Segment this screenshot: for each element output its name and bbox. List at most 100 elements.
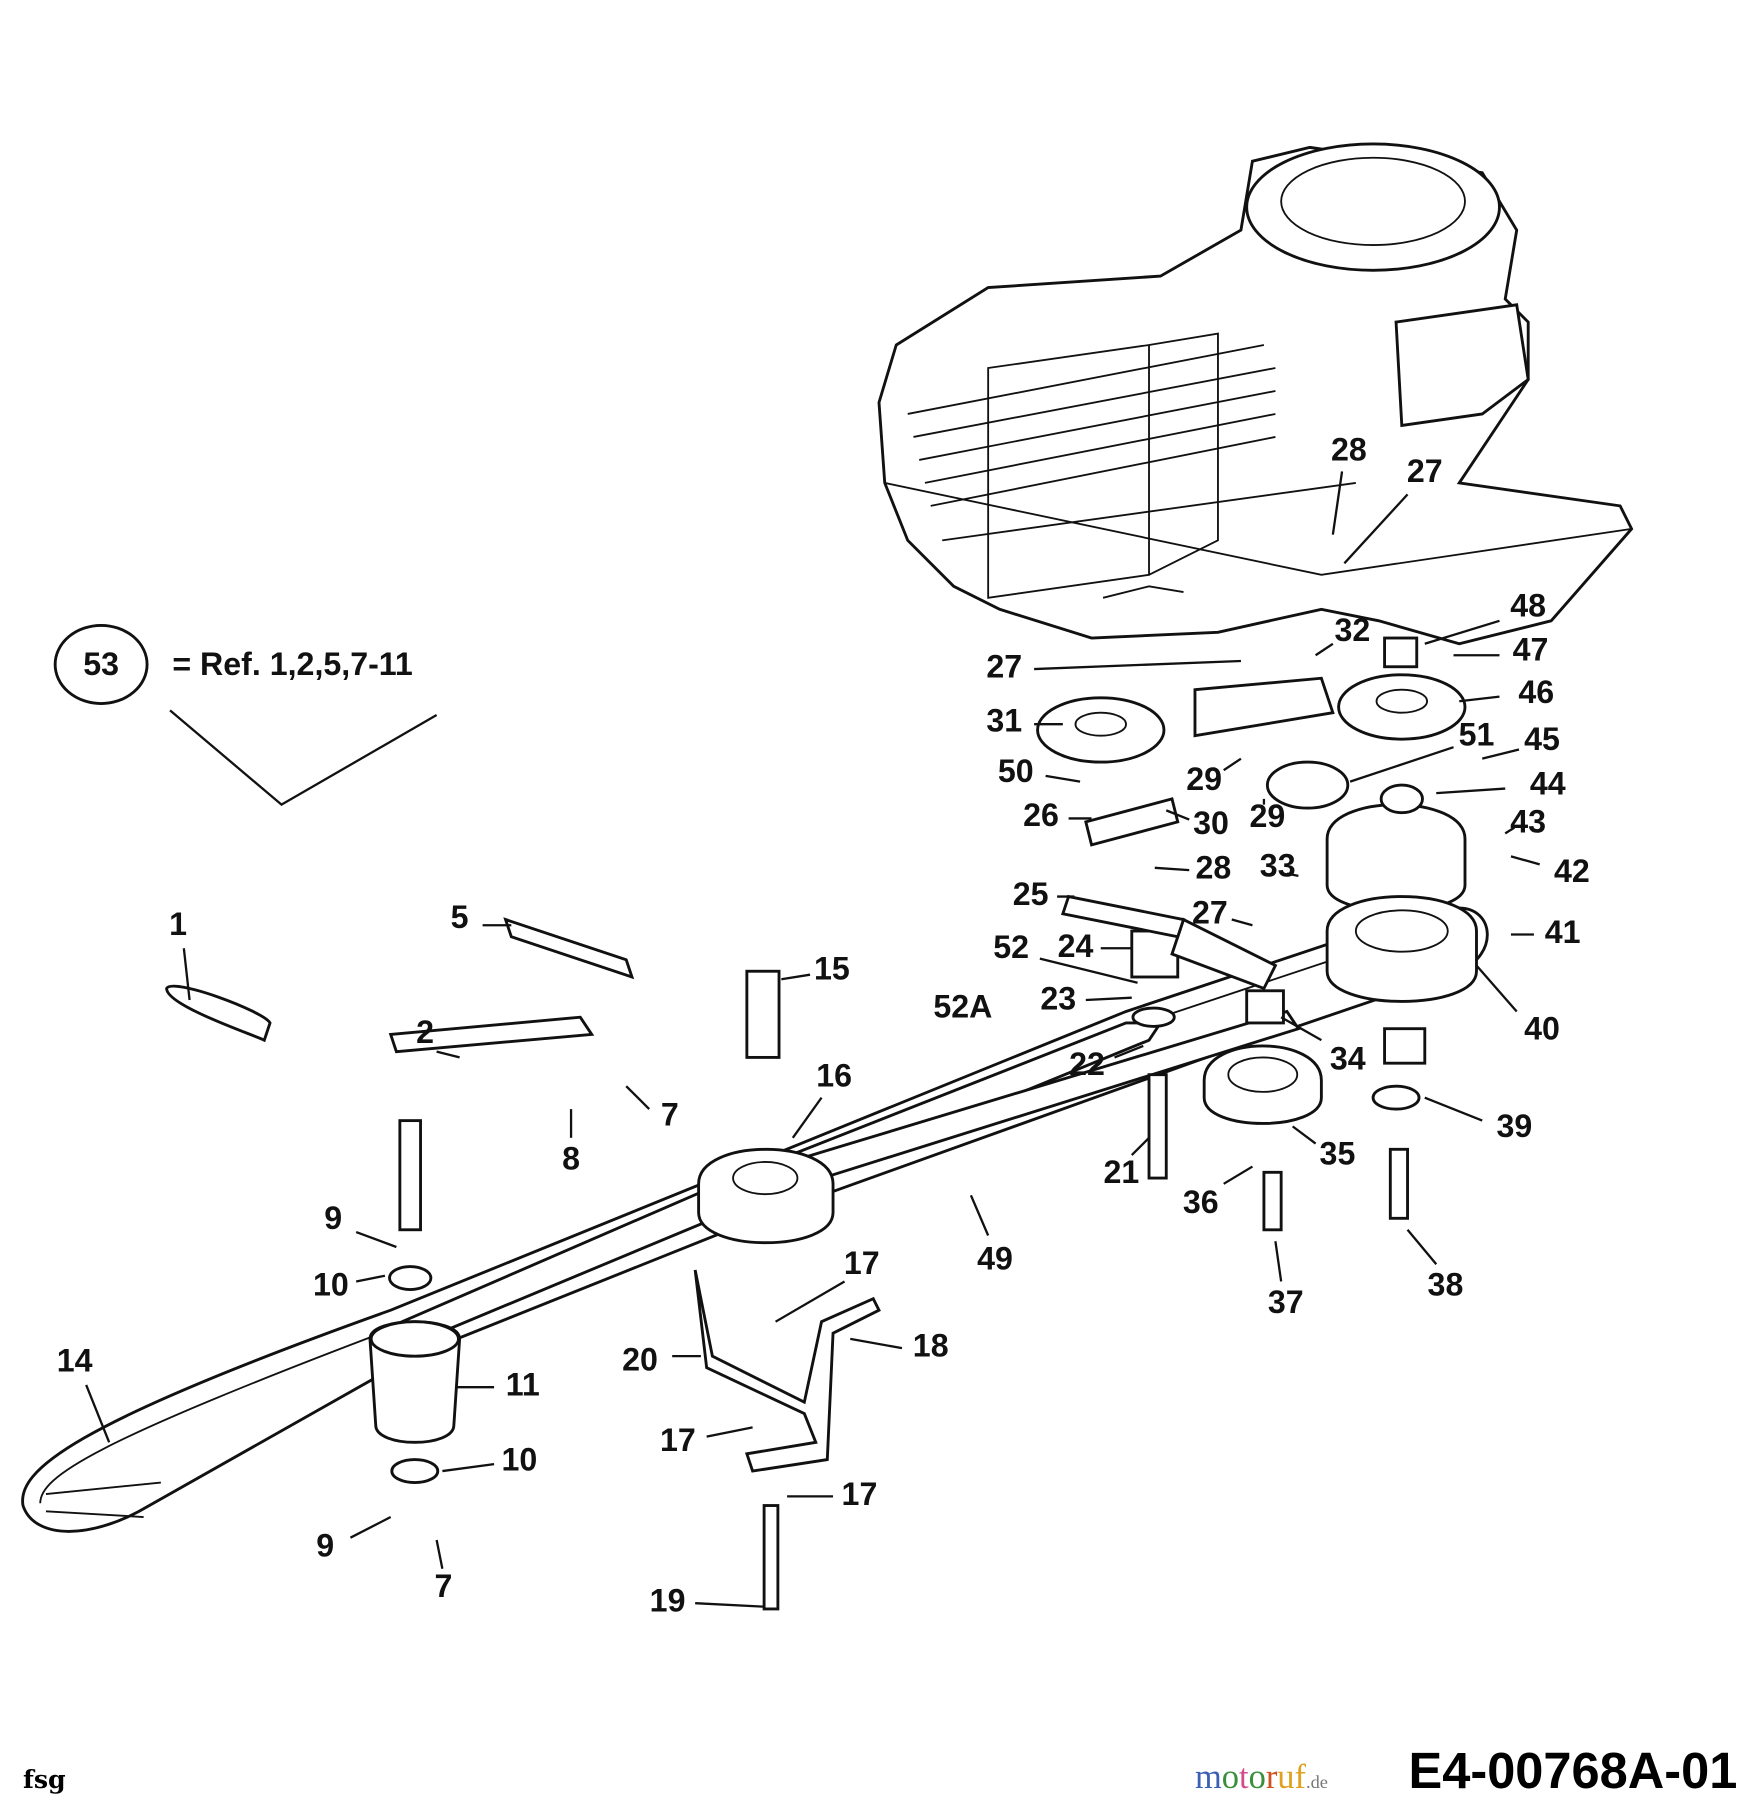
part-callout-32: 32	[1335, 612, 1371, 648]
callout-leader-line	[1223, 1165, 1254, 1185]
callout-leader-line	[791, 1096, 823, 1139]
part-callout-49: 49	[977, 1240, 1013, 1276]
callout-leader-line	[775, 1280, 846, 1323]
callout-leader-line	[1424, 619, 1500, 645]
callout-leader-line	[1154, 866, 1190, 872]
part-callout-38: 38	[1428, 1267, 1464, 1303]
callout-leader-line	[1114, 1044, 1144, 1059]
part-callout-18: 18	[913, 1328, 949, 1364]
part-callout-36: 36	[1183, 1184, 1219, 1220]
part-callout-44: 44	[1530, 766, 1566, 802]
author-mark: fsg	[23, 1764, 66, 1794]
part-callout-29: 29	[1249, 798, 1285, 834]
part-callout-48: 48	[1510, 588, 1546, 624]
callout-leader-line	[1130, 1137, 1150, 1156]
part-callout-20: 20	[622, 1341, 658, 1377]
callout-leader-line	[355, 1230, 397, 1249]
callout-leader-line	[1459, 695, 1500, 703]
callout-leader-line	[1231, 918, 1253, 927]
part-callout-26: 26	[1023, 797, 1059, 833]
part-callout-31: 31	[986, 703, 1022, 739]
callout-leader-line	[1349, 746, 1454, 783]
callout-leader-line	[1223, 757, 1242, 772]
callout-leader-line	[1475, 964, 1518, 1013]
callout-leader-line	[1481, 748, 1520, 760]
callout-leader-line	[1045, 774, 1081, 783]
part-callout-11: 11	[506, 1367, 540, 1403]
part-callout-33: 33	[1260, 847, 1296, 883]
callout-leader-line	[1424, 1096, 1483, 1122]
part-callout-23: 23	[1040, 981, 1076, 1017]
callout-leader-line	[435, 1539, 444, 1569]
callout-leader-line	[1510, 855, 1540, 866]
part-callout-16: 16	[816, 1058, 852, 1094]
callout-leader-line	[1280, 1016, 1322, 1042]
part-callout-27: 27	[1407, 453, 1443, 489]
callout-leader-line	[1034, 659, 1241, 671]
callout-leader-line	[706, 1426, 753, 1438]
pulleys	[165, 636, 1478, 1611]
part-callout-29: 29	[1186, 761, 1222, 797]
part-callout-9: 9	[324, 1200, 342, 1236]
part-callout-7: 7	[661, 1097, 679, 1133]
part-callout-21: 21	[1104, 1154, 1140, 1190]
part-callout-43: 43	[1510, 804, 1546, 840]
callout-leader-line	[1085, 996, 1132, 1002]
part-callout-46: 46	[1518, 674, 1554, 710]
part-callout-34: 34	[1330, 1040, 1366, 1076]
part-callout-52: 52	[993, 929, 1029, 965]
part-callout-27: 27	[1192, 894, 1228, 930]
part-callout-51: 51	[1459, 716, 1495, 752]
callout-leader-line	[1165, 809, 1190, 821]
callout-leader-line	[850, 1337, 903, 1350]
part-callout-45: 45	[1524, 721, 1560, 757]
callout-leader-line	[442, 1463, 495, 1473]
part-callout-41: 41	[1545, 914, 1581, 950]
part-callout-17: 17	[660, 1422, 696, 1458]
kit-reference: 53 = Ref. 1,2,5,7-11	[53, 623, 438, 807]
part-callout-17: 17	[842, 1476, 878, 1512]
part-callout-25: 25	[1013, 876, 1049, 912]
part-callout-24: 24	[1058, 928, 1094, 964]
callout-leader-line	[1314, 642, 1334, 657]
callout-leader-line	[349, 1516, 392, 1539]
callout-leader-line	[85, 1384, 111, 1443]
part-callout-27: 27	[986, 649, 1022, 685]
callout-leader-line	[1286, 872, 1299, 877]
part-callout-42: 42	[1554, 853, 1590, 889]
part-callout-28: 28	[1331, 431, 1367, 467]
drawing-code: E4-00768A-01	[1409, 1742, 1738, 1799]
part-callout-35: 35	[1320, 1136, 1356, 1172]
callout-leader-line	[1274, 1241, 1283, 1282]
part-callout-47: 47	[1513, 631, 1549, 667]
callout-leader-line	[625, 1085, 651, 1110]
part-callout-40: 40	[1524, 1010, 1560, 1046]
part-callout-15: 15	[814, 951, 850, 987]
part-callout-5: 5	[451, 899, 469, 935]
part-callout-17: 17	[844, 1245, 880, 1281]
part-callout-8: 8	[562, 1140, 580, 1176]
part-callout-10: 10	[501, 1441, 537, 1477]
part-callout-2: 2	[416, 1014, 434, 1050]
part-callout-10: 10	[313, 1267, 349, 1303]
part-callout-52a: 52A	[933, 989, 992, 1025]
part-callout-39: 39	[1497, 1108, 1533, 1144]
part-callout-50: 50	[998, 753, 1034, 789]
part-callout-37: 37	[1268, 1284, 1304, 1320]
part-callout-30: 30	[1193, 805, 1229, 841]
part-callout-9: 9	[316, 1528, 334, 1564]
callout-leader-line	[781, 973, 811, 981]
callouts: 1257891011141097151617182017171949212223…	[57, 431, 1590, 1618]
callout-leader-line	[1331, 471, 1344, 535]
callout-leader-line	[1406, 1229, 1438, 1265]
callout-leader-line	[436, 1050, 460, 1059]
callout-leader-line	[1504, 826, 1516, 835]
watermark-logo: motoruf.de	[1195, 1758, 1328, 1796]
part-callout-1: 1	[169, 906, 187, 942]
callout-leader-line	[969, 1194, 990, 1236]
part-callout-19: 19	[650, 1583, 686, 1619]
part-callout-14: 14	[57, 1343, 93, 1379]
part-callout-22: 22	[1069, 1046, 1105, 1082]
callout-leader-line	[1039, 957, 1138, 984]
